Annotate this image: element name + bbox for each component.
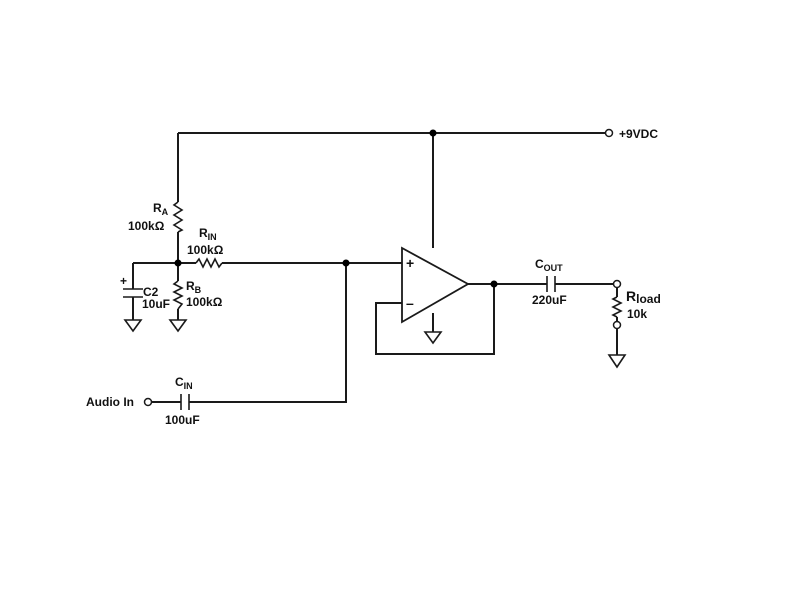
opamp-triangle bbox=[401, 246, 470, 324]
c2-ground-icon bbox=[123, 319, 143, 333]
opamp-plus-label: + bbox=[406, 255, 414, 271]
rload-name-label: Rload bbox=[626, 288, 661, 306]
c2-value-label: 10uF bbox=[142, 297, 170, 311]
rb-name-label: RB bbox=[186, 279, 202, 295]
output-node bbox=[490, 280, 498, 288]
cin-name-label: CIN bbox=[175, 375, 193, 391]
rload-resistor bbox=[611, 296, 623, 318]
rb-resistor bbox=[172, 280, 184, 310]
cout-value-label: 220uF bbox=[532, 293, 567, 307]
bias-node bbox=[174, 259, 182, 267]
load-ground-icon bbox=[607, 354, 627, 369]
supply-label: +9VDC bbox=[619, 127, 658, 141]
opamp: + – bbox=[401, 246, 470, 324]
c2-name-label: C2 bbox=[143, 285, 159, 299]
rin-value-label: 100kΩ bbox=[187, 243, 224, 257]
c2-polarity-label: + bbox=[120, 274, 127, 288]
load-terminal-bottom bbox=[612, 320, 622, 330]
rb-ground-icon bbox=[168, 319, 188, 333]
audio-in-label: Audio In bbox=[86, 395, 134, 409]
opamp-ground-icon bbox=[423, 331, 443, 345]
cin-value-label: 100uF bbox=[165, 413, 200, 427]
c2-capacitor bbox=[123, 288, 143, 298]
supply-terminal bbox=[604, 128, 614, 138]
wires bbox=[132, 132, 618, 403]
rb-value-label: 100kΩ bbox=[186, 295, 223, 309]
cout-name-label: COUT bbox=[535, 257, 563, 273]
ra-resistor bbox=[172, 201, 184, 233]
feedback-wire bbox=[375, 284, 495, 355]
rin-resistor bbox=[195, 257, 223, 269]
ra-name-label: RA bbox=[153, 201, 169, 217]
opamp-minus-label: – bbox=[406, 295, 414, 311]
input-right-wire bbox=[189, 263, 347, 403]
ra-value-label: 100kΩ bbox=[128, 219, 165, 233]
input-junction-node bbox=[342, 259, 350, 267]
audio-in-terminal bbox=[143, 397, 153, 407]
load-terminal-top bbox=[612, 279, 622, 289]
cout-capacitor bbox=[546, 276, 556, 292]
rin-name-label: RIN bbox=[199, 226, 217, 242]
supply-node bbox=[429, 129, 437, 137]
cin-capacitor bbox=[180, 394, 190, 410]
rload-value-label: 10k bbox=[627, 307, 647, 321]
